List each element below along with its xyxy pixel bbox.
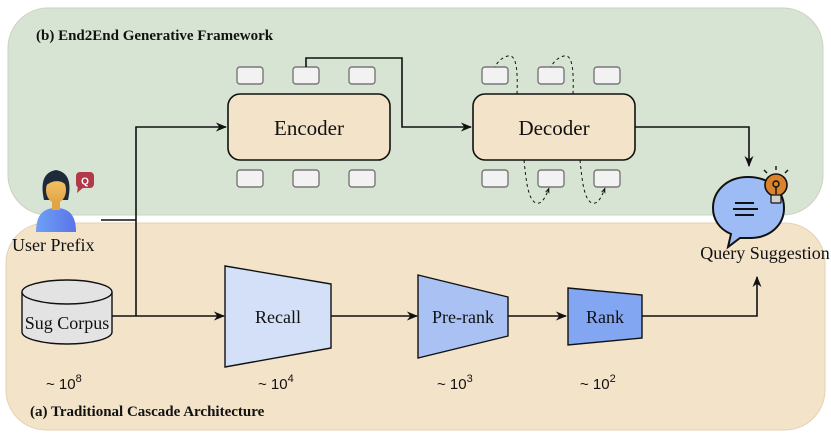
token <box>236 169 264 188</box>
loop-bottom-2 <box>579 159 606 204</box>
rank-funnel <box>567 287 643 346</box>
token <box>292 66 320 85</box>
recall-label: Recall <box>255 307 301 327</box>
token <box>537 66 565 85</box>
count-exponent: 2 <box>610 373 616 385</box>
recall-count: ~ 104 <box>258 373 294 393</box>
user-avatar-icon <box>36 170 76 232</box>
connector-decoder-to-output <box>635 126 754 168</box>
badge-letter: Q <box>81 177 89 188</box>
encoder-input-tokens <box>236 66 376 85</box>
count-base: ~ 10 <box>46 376 76 393</box>
prerank-funnel <box>417 274 509 359</box>
end2end-title: (b) End2End Generative Framework <box>36 28 274 44</box>
connector-to-encoder <box>135 122 228 316</box>
cascade-panel <box>5 222 826 431</box>
decoder-label: Decoder <box>518 116 589 140</box>
connector-encoder-to-decoder <box>305 57 473 132</box>
token <box>593 169 621 188</box>
token <box>481 66 509 85</box>
query-suggestion-chat-icon <box>711 175 786 250</box>
svg-text:~ 108: ~ 108 <box>46 373 82 393</box>
cascade-title: (a) Traditional Cascade Architecture <box>30 404 265 420</box>
count-exponent: 8 <box>76 373 82 385</box>
token <box>481 169 509 188</box>
token <box>537 169 565 188</box>
token <box>348 169 376 188</box>
rank-count: ~ 102 <box>580 373 616 393</box>
token <box>593 66 621 85</box>
autoregressive-loops <box>494 55 606 204</box>
count-base: ~ 10 <box>437 376 467 393</box>
count-base: ~ 10 <box>258 376 288 393</box>
count-exponent: 3 <box>467 373 473 385</box>
svg-text:~ 104: ~ 104 <box>258 373 294 393</box>
connector-rank-to-output <box>642 275 762 317</box>
encoder-label: Encoder <box>274 116 344 140</box>
encoder-block <box>227 93 391 161</box>
corpus-count: ~ 108 <box>46 373 82 393</box>
svg-text:~ 103: ~ 103 <box>437 373 473 393</box>
prerank-count: ~ 103 <box>437 373 473 393</box>
sug-corpus-database-icon <box>21 279 113 345</box>
lightbulb-icon <box>763 166 789 204</box>
encoder-output-tokens <box>236 169 376 188</box>
count-base: ~ 10 <box>580 376 610 393</box>
svg-text:~ 102: ~ 102 <box>580 373 616 393</box>
decoder-top-tokens <box>481 66 621 85</box>
user-prefix-label: User Prefix <box>12 235 94 255</box>
sug-corpus-label: Sug Corpus <box>25 313 110 333</box>
count-exponent: 4 <box>288 373 294 385</box>
token <box>348 66 376 85</box>
recall-funnel <box>224 265 332 368</box>
end2end-panel <box>7 7 824 216</box>
query-suggestion-label: Query Suggestion <box>700 243 830 263</box>
query-badge-icon: Q <box>76 172 94 193</box>
token <box>292 169 320 188</box>
token <box>236 66 264 85</box>
prerank-label: Pre-rank <box>432 307 494 327</box>
rank-label: Rank <box>586 307 624 327</box>
loop-bottom-1 <box>523 159 550 204</box>
decoder-bottom-tokens <box>481 169 621 188</box>
